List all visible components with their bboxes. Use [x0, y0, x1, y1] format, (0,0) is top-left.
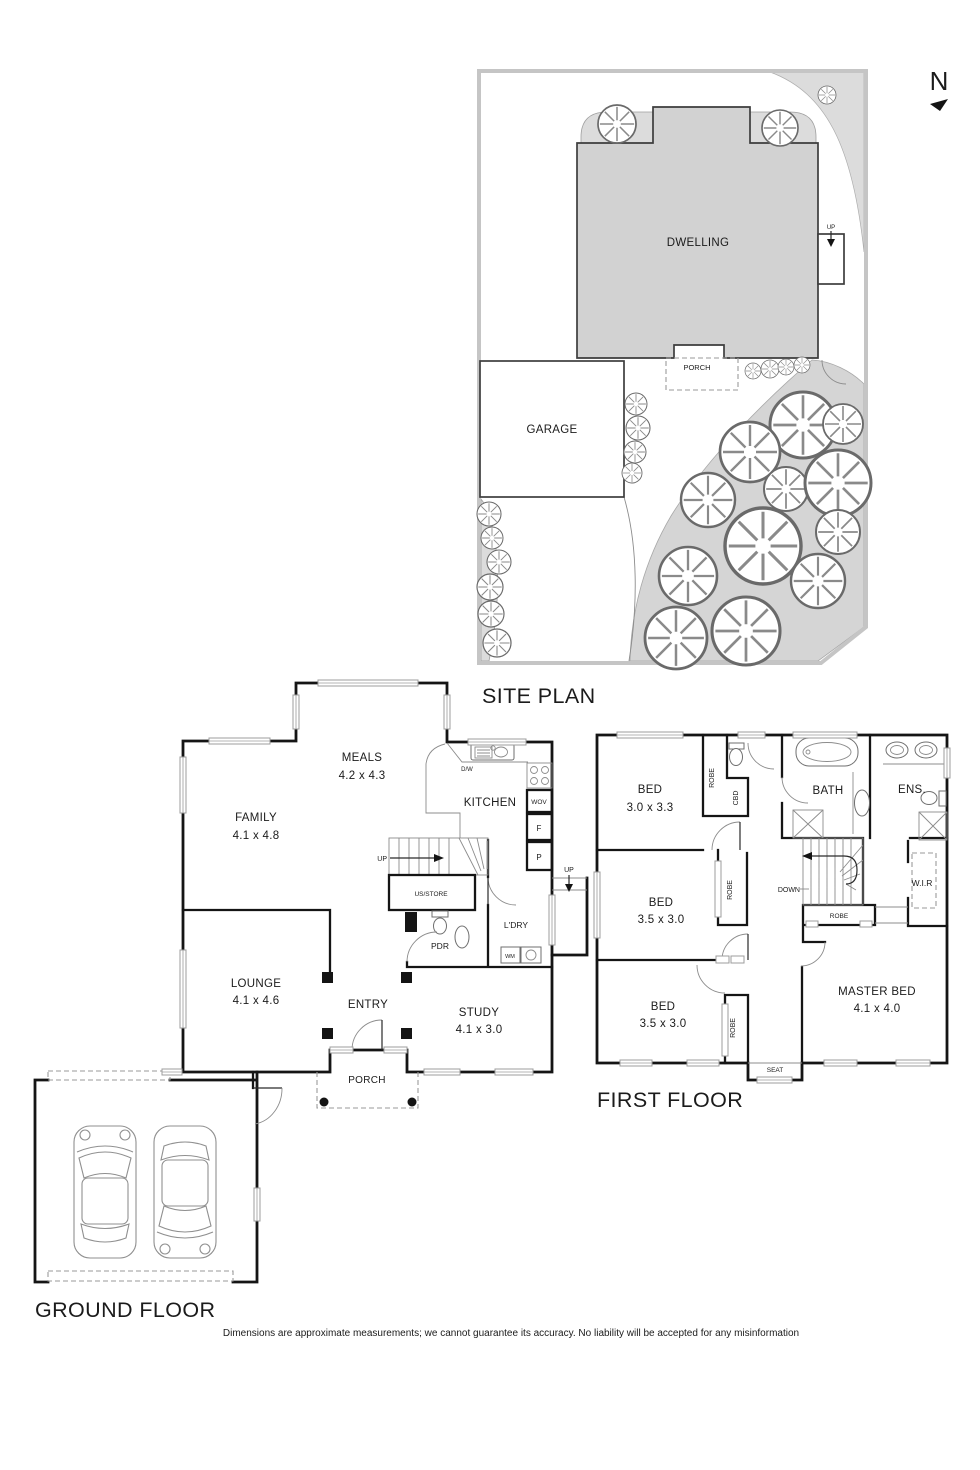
ff-bed2-dims: 3.5 x 3.0 [638, 914, 685, 926]
ff-down-label: DOWN [778, 887, 800, 894]
ff-robe1-label: ROBE [709, 768, 716, 788]
ff-robe-stairs-label: ROBE [830, 913, 849, 920]
gf-us-store-label: US/STORE [414, 891, 448, 898]
gf-up-side-label: UP [564, 867, 574, 874]
ff-bed1-label: BED [638, 784, 663, 796]
gf-family-label: FAMILY [235, 812, 277, 824]
gf-meals-dims: 4.2 x 4.3 [339, 770, 386, 782]
ff-master-dims: 4.1 x 4.0 [854, 1003, 901, 1015]
site-porch-outline [665, 357, 739, 391]
ff-bed3-label: BED [651, 1001, 676, 1013]
gf-stairs: UP [377, 837, 489, 876]
ff-bed2-label: BED [649, 897, 674, 909]
site-dwelling [576, 106, 819, 359]
gf-lounge-label: LOUNGE [231, 978, 281, 990]
gf-laundry: WM L'DRY [487, 876, 542, 964]
ff-cbd-label: CBD [733, 791, 740, 806]
ff-bath-label: BATH [812, 785, 843, 797]
gf-study-dims: 4.1 x 3.0 [456, 1024, 503, 1036]
ff-robe2-label: ROBE [727, 880, 734, 900]
site-plan: DWELLING GARAGE PORCH UP SITE PLAN [476, 69, 873, 708]
gf-pdr-label: PDR [431, 941, 449, 951]
gf-ldry-label: L'DRY [504, 920, 528, 930]
gf-pantry-label: P [536, 853, 541, 862]
gf-porch-outline [316, 1072, 419, 1109]
gf-porch-label: PORCH [348, 1075, 386, 1086]
gf-fridge-label: F [537, 824, 542, 833]
site-up-label: UP [827, 225, 835, 231]
car-right [153, 1125, 217, 1259]
site-boundary [477, 69, 868, 665]
gf-kitchen: D/W WOV F P [425, 742, 554, 872]
ff-doors [696, 742, 826, 994]
ff-wir-shelf [911, 852, 937, 909]
site-garage-label: GARAGE [526, 424, 577, 436]
gf-pdr: PDR [405, 910, 470, 963]
ff-windows [593, 731, 951, 1084]
gf-study-label: STUDY [459, 1007, 500, 1019]
gf-meals-label: MEALS [342, 752, 383, 764]
gf-up-label: UP [377, 856, 387, 863]
gf-wov-label: WOV [531, 799, 547, 806]
driveway-edge [623, 496, 636, 662]
gf-windows [161, 679, 556, 1076]
site-garage [479, 360, 625, 498]
gf-outer-walls [181, 681, 554, 1074]
ff-wc-fixtures [728, 742, 745, 766]
ground-floor-title: GROUND FLOOR [35, 1298, 215, 1322]
ff-robe-details [714, 860, 873, 1057]
compass: N [930, 66, 949, 111]
gf-posts [322, 972, 412, 1039]
site-up-arrowhead [827, 239, 835, 247]
ff-robe3-label: ROBE [730, 1018, 737, 1038]
road-band [769, 71, 865, 253]
site-plan-title: SITE PLAN [482, 684, 596, 708]
gf-entry-label: ENTRY [348, 999, 388, 1011]
site-door-arc [821, 359, 847, 385]
dwelling-label: DWELLING [667, 237, 729, 249]
gf-side-porch-walls [550, 876, 589, 957]
ff-seat-label: SEAT [767, 1067, 784, 1074]
car-left [73, 1125, 137, 1259]
ff-wir-label: W.I.R [912, 878, 933, 888]
site-porch-label: PORCH [683, 363, 710, 372]
ff-ensuite-fixtures [883, 741, 948, 841]
gf-garage [33, 1070, 283, 1284]
gf-dw-label: D/W [461, 767, 473, 773]
ff-master-label: MASTER BED [838, 986, 916, 998]
north-letter: N [930, 66, 949, 96]
north-arrow-icon [930, 99, 948, 111]
disclaimer: Dimensions are approximate measurements;… [223, 1328, 799, 1339]
first-floor-plan: DOWN [593, 731, 951, 1112]
gf-kitchen-label: KITCHEN [464, 797, 517, 809]
gf-lounge-dims: 4.1 x 4.6 [233, 995, 280, 1007]
ff-ens-label: ENS. [898, 784, 926, 796]
ff-stairs: DOWN [778, 837, 864, 906]
gf-family-dims: 4.1 x 4.8 [233, 830, 280, 842]
ff-bed1-dims: 3.0 x 3.3 [627, 802, 674, 814]
ground-floor-plan: UP UP US/STORE PDR WM [33, 679, 589, 1322]
first-floor-title: FIRST FLOOR [597, 1088, 743, 1112]
gf-wm-label: WM [505, 954, 515, 960]
gf-us-store-box [387, 873, 477, 912]
gf-entry-door [351, 1019, 383, 1051]
ff-bed3-dims: 3.5 x 3.0 [640, 1018, 687, 1030]
